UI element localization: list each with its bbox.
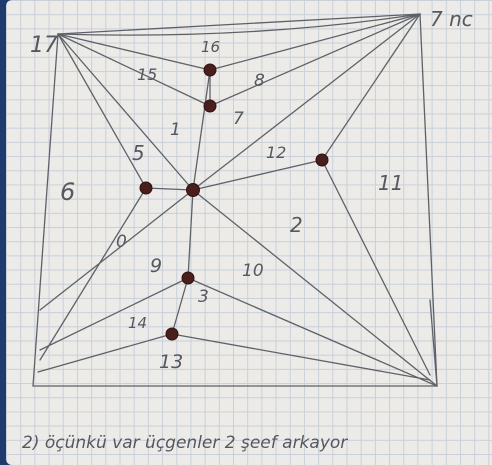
line-center-down	[187, 189, 194, 279]
line-topright-p7	[209, 13, 421, 107]
caption-text: 2) öçünkü var üçgenler 2 şeef arkayor	[22, 433, 348, 453]
line-leftpoint-center	[145, 187, 194, 191]
outer-square	[32, 13, 438, 387]
line-right-edge-hook	[429, 299, 438, 387]
line-p3-p13	[171, 277, 189, 335]
label-15: 15	[137, 65, 157, 84]
line-topright-center	[192, 13, 421, 191]
line-topleft-center	[57, 33, 194, 191]
grid-paper	[6, 0, 492, 465]
label-7nc: 7 nc	[430, 7, 473, 31]
label-1: 1	[170, 120, 181, 140]
line-p12-bottomright	[321, 159, 431, 376]
point-7	[203, 99, 217, 113]
label-7: 7	[233, 109, 244, 129]
point-16	[203, 63, 217, 77]
point-center	[186, 183, 200, 197]
line-p13-bottomleft	[37, 333, 173, 373]
line-p3-bottomright	[187, 277, 438, 387]
label-13: 13	[159, 351, 183, 373]
label-3: 3	[198, 287, 209, 307]
line-p13-bottomright	[171, 333, 431, 381]
line-topright-p16	[209, 13, 421, 71]
line-center-up	[192, 69, 211, 191]
line-topleft-p7	[57, 33, 211, 107]
line-topleft-leftpoint	[57, 33, 147, 189]
line-topright-p12	[321, 13, 421, 161]
point-3	[181, 271, 195, 285]
label-14: 14	[128, 314, 147, 332]
label-5: 5	[132, 141, 145, 165]
label-8: 8	[254, 71, 265, 91]
line-topleft-top-curve	[57, 13, 421, 36]
line-topleft-p16	[57, 33, 211, 71]
line-leftpoint-bottomleft	[39, 187, 147, 361]
label-2: 2	[290, 213, 303, 237]
label-11: 11	[378, 171, 403, 195]
line-center-bottomright	[192, 189, 438, 387]
point-13	[165, 327, 179, 341]
line-center-bottomleft	[39, 189, 194, 311]
label-9: 9	[150, 255, 162, 277]
label-6: 6	[60, 178, 75, 206]
label-0: 0	[116, 232, 127, 252]
line-p3-bottomleft	[39, 277, 189, 351]
label-10: 10	[242, 261, 264, 281]
label-16: 16	[201, 38, 220, 56]
label-12: 12	[266, 143, 286, 162]
label-17: 17	[30, 33, 58, 58]
point-left	[139, 181, 153, 195]
point-12	[315, 153, 329, 167]
line-center-p12	[192, 159, 323, 191]
